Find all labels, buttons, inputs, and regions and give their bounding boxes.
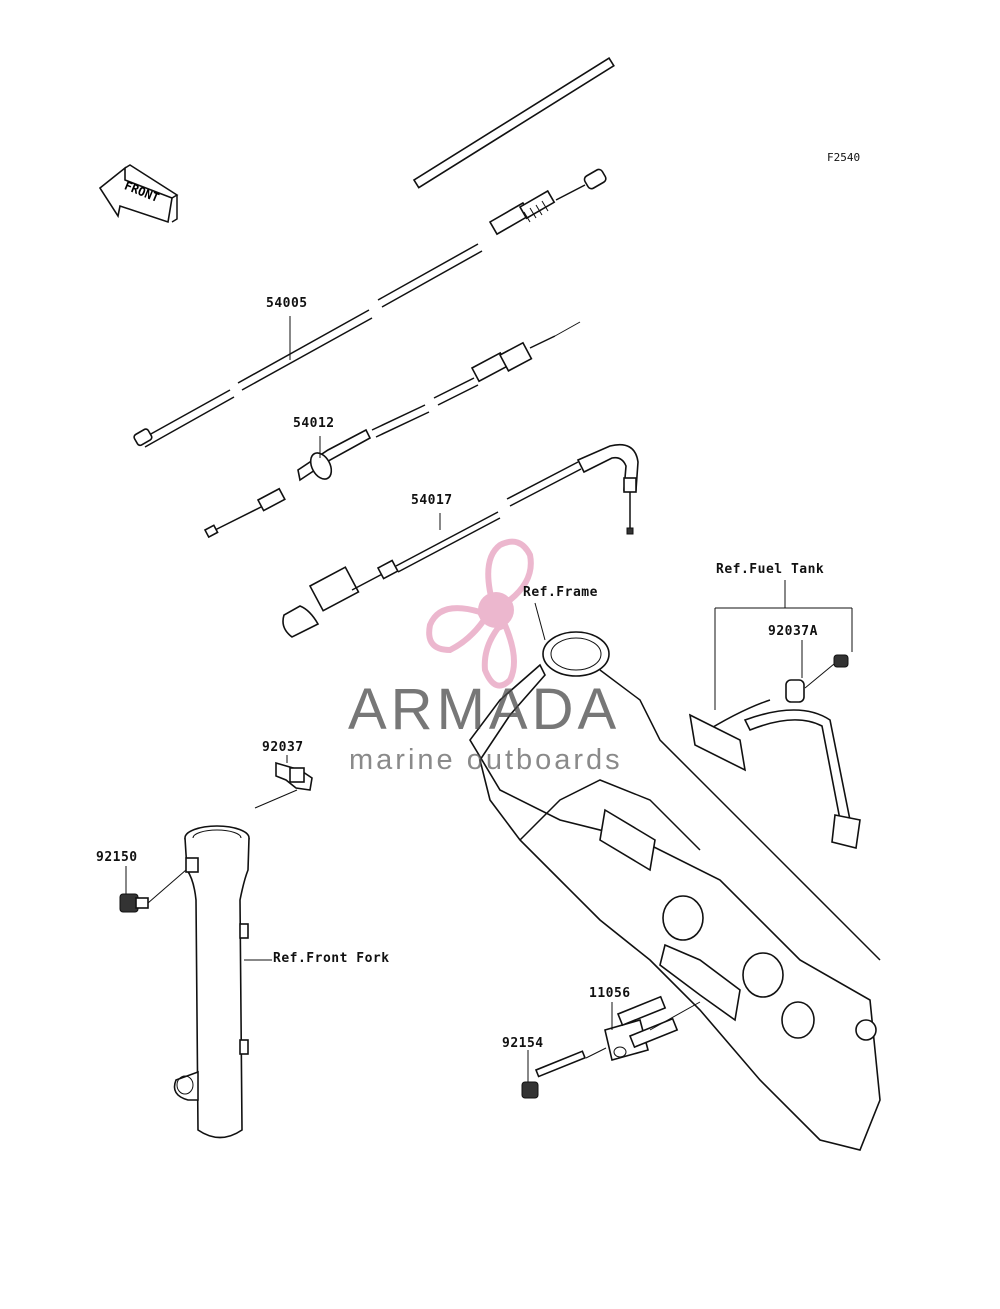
clamp-92037A bbox=[785, 654, 849, 703]
part-label-54005: 54005 bbox=[266, 296, 308, 311]
part-label-92037A: 92037A bbox=[768, 624, 818, 639]
watermark-tagline: marine outboards bbox=[349, 744, 623, 776]
bolt-92154 bbox=[521, 1050, 587, 1099]
frame-assembly bbox=[469, 631, 881, 1151]
cable-54017 bbox=[282, 443, 639, 638]
ref-label-fuel-tank: Ref.Fuel Tank bbox=[716, 562, 825, 577]
part-label-54012: 54012 bbox=[293, 416, 335, 431]
diagram-code: F2540 bbox=[827, 151, 861, 164]
bolt-92150 bbox=[119, 893, 149, 913]
part-label-92154: 92154 bbox=[502, 1036, 544, 1051]
armada-logo-icon bbox=[426, 538, 534, 689]
leader-lines bbox=[125, 316, 853, 1082]
cable-54005 bbox=[133, 57, 615, 448]
part-label-92150: 92150 bbox=[96, 850, 138, 865]
ref-label-front-fork: Ref.Front Fork bbox=[273, 951, 390, 966]
front-arrow-icon bbox=[98, 164, 179, 224]
cable-54012 bbox=[203, 321, 581, 539]
front-fork bbox=[173, 825, 250, 1139]
part-label-92037: 92037 bbox=[262, 740, 304, 755]
fuel-tank-bracket bbox=[688, 709, 861, 849]
part-label-11056: 11056 bbox=[589, 986, 631, 1001]
ref-label-frame: Ref.Frame bbox=[523, 585, 598, 600]
bracket-11056 bbox=[604, 995, 679, 1061]
clamp-92037 bbox=[275, 761, 313, 791]
part-label-54017: 54017 bbox=[411, 493, 453, 508]
watermark-brand: ARMADA bbox=[348, 677, 621, 742]
